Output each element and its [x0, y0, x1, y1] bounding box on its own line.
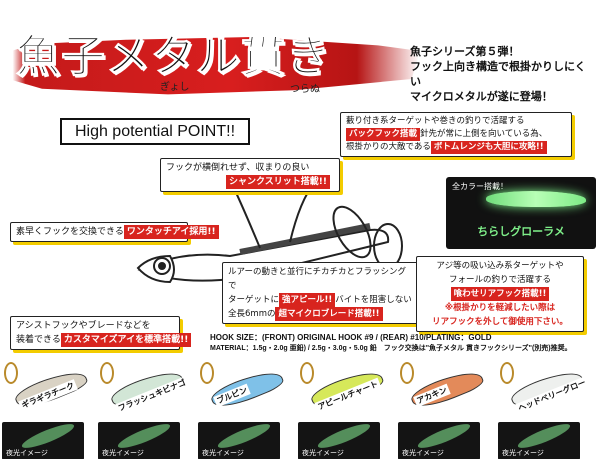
high-potential-badge: High potential POINT!!: [60, 118, 250, 145]
callout-text: フックが横倒れせず、収まりの良い: [166, 163, 310, 173]
glow-tag: 全カラー搭載！: [452, 182, 508, 191]
glow-image: 夜光イメージ: [2, 419, 84, 459]
callout-tag: ボトムレンジも大胆に攻略!!: [430, 141, 547, 154]
lure-illustration: [136, 170, 407, 304]
catch-copy: 魚子シリーズ第５弾！ フック上向き構造で根掛かりしにくい マイクロメタルが遂に登…: [410, 44, 596, 104]
callout-text: 素早くフックを交換できる: [16, 227, 124, 237]
callout-rear-hook: アジ等の吸い込み系ターゲットや フォールの釣りで活躍する 喰わせリアフック搭載!…: [416, 256, 584, 332]
callout-tag: 超マイクロブレード搭載!!: [275, 307, 383, 321]
catch-line: 魚子シリーズ第５弾！: [410, 45, 520, 58]
lure-color-item: ギラギラチーク 夜光イメージ: [0, 360, 92, 459]
callout-text: 全長6mmの: [228, 309, 276, 319]
spec-material: MATERIAL：1.5g・2.0g 亜鉛) / 2.5g・3.0g・5.0g …: [210, 345, 572, 352]
lure-color-item: アカキン 夜光イメージ: [396, 360, 488, 459]
glow-caption: 夜光イメージ: [102, 449, 144, 457]
hook-ring: [100, 362, 114, 384]
catch-line: マイクロメタルが遂に登場！: [410, 90, 553, 103]
product-title: 魚子メタル貫き: [16, 31, 331, 83]
callout-tag: シャンクスリット搭載!!: [226, 175, 330, 189]
hook-ring: [4, 362, 18, 384]
callout-text: ターゲットに: [228, 295, 280, 305]
glow-image: 夜光イメージ: [98, 419, 180, 459]
callout-tag: バックフック搭載: [346, 128, 421, 141]
glow-caption: 夜光イメージ: [6, 449, 48, 457]
glow-caption: 夜光イメージ: [202, 449, 244, 457]
lure-color-item: ブルピン 夜光イメージ: [196, 360, 288, 459]
callout-text: 藪り付き系ターゲットや巻きの釣りで活躍する: [346, 116, 525, 126]
callout-back-hook: 藪り付き系ターゲットや巻きの釣りで活躍する バックフック搭載針先が常に上側を向い…: [340, 112, 572, 157]
glow-panel: 全カラー搭載！ ちらしグローラメ: [446, 177, 596, 249]
callout-tag: ワンタッチアイ採用!!: [123, 225, 219, 239]
glow-name: ちらしグローラメ: [477, 225, 565, 238]
hook-ring: [400, 362, 414, 384]
glow-image: 夜光イメージ: [198, 419, 280, 459]
callout-text: 針先が常に上側を向いている為、: [420, 129, 548, 139]
callout-text: ルアーの動きと並行にチカチカとフラッシングで: [228, 267, 406, 291]
ruby-left: ぎょし: [160, 82, 190, 93]
callout-note: リアフックを外して御使用下さい。: [432, 317, 568, 327]
glow-caption: 夜光イメージ: [402, 449, 444, 457]
hook-ring: [500, 362, 514, 384]
callout-text: バイトを阻害しない: [335, 295, 412, 305]
glow-image: 夜光イメージ: [498, 419, 580, 459]
hook-ring: [200, 362, 214, 384]
callout-text: 装着できる: [16, 335, 61, 345]
callout-text: 根掛かりの大敵である: [346, 142, 431, 152]
callout-note: ※根掛かりを軽減したい際は: [444, 303, 556, 313]
spec-hook-size: HOOK SIZE：(FRONT) ORIGINAL HOOK #9 / (RE…: [210, 333, 492, 342]
callout-micro-blade: ルアーの動きと並行にチカチカとフラッシングで ターゲットに強アピール!!バイトを…: [222, 262, 418, 324]
catch-line: フック上向き構造で根掛かりしにくい: [410, 60, 586, 88]
callout-tag: 喰わせリアフック搭載!!: [450, 287, 550, 301]
callout-text: アジ等の吸い込み系ターゲットや: [436, 261, 564, 271]
glowing-lure-image: [486, 191, 586, 207]
callout-one-touch-eye: 素早くフックを交換できるワンタッチアイ採用!!: [10, 222, 219, 242]
glow-image: 夜光イメージ: [298, 419, 380, 459]
lure-color-item: アピールチャート 夜光イメージ: [296, 360, 388, 459]
lure-color-item: ヘッドベリーグロー 夜光イメージ: [496, 360, 590, 459]
ruby-right: つらぬ: [290, 84, 320, 95]
callout-text: フォールの釣りで活躍する: [448, 275, 551, 285]
glow-caption: 夜光イメージ: [502, 449, 544, 457]
glow-caption: 夜光イメージ: [302, 449, 344, 457]
callout-shank-slit: フックが横倒れせず、収まりの良い シャンクスリット搭載!!: [160, 158, 340, 192]
callout-text: アシストフックやブレードなどを: [16, 321, 151, 331]
lure-color-item: フラッシュキビナゴ 夜光イメージ: [96, 360, 190, 459]
callout-tag: 強アピール!!: [279, 293, 336, 307]
hook-ring: [300, 362, 314, 384]
glow-image: 夜光イメージ: [398, 419, 480, 459]
callout-customize-eye: アシストフックやブレードなどを 装着できるカスタマイズアイを標準搭載!!: [10, 316, 192, 350]
callout-tag: カスタマイズアイを標準搭載!!: [60, 333, 192, 347]
title-brush-background: [0, 37, 420, 95]
color-lineup: ギラギラチーク 夜光イメージ フラッシュキビナゴ 夜光イメージ ブルピン 夜光イ…: [0, 356, 600, 459]
